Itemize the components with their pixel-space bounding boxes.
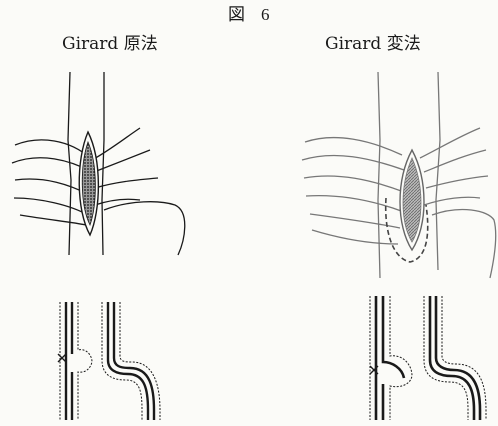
right-vessel-wall-a [378, 72, 380, 278]
left-lower-loop [104, 202, 185, 255]
left-tube-outer-b [78, 302, 92, 420]
right-suture-diagram [302, 72, 496, 278]
left-cross-section [58, 302, 160, 420]
right-lower-loop [432, 210, 496, 278]
right-suture-lines [302, 128, 488, 244]
left-suture-diagram [12, 72, 185, 255]
right-cross-section [370, 296, 486, 420]
left-vessel-wall-b [102, 72, 104, 255]
left-vessel-wall-a [68, 72, 71, 255]
right-tube-outer-b [390, 296, 412, 420]
right-vessel-wall-b [436, 72, 440, 270]
